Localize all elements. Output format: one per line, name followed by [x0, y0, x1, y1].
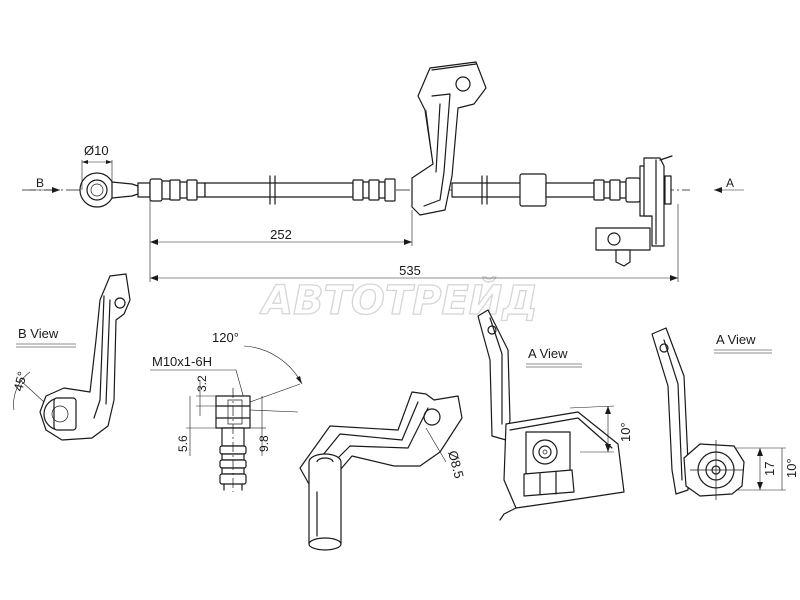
bracket-perspective-view: Ø8.5	[299, 391, 467, 551]
view-arrow-a: A	[714, 176, 744, 193]
dim-10-a-label: 10°	[618, 422, 633, 442]
main-hose-assembly: B A Ø10 252 535	[22, 61, 744, 282]
hose-crimp-left	[149, 178, 206, 202]
dim-17-label: 17	[762, 462, 777, 476]
watermark: АВТОТРЕЙД	[259, 276, 538, 324]
diameter-8-5-label: Ø8.5	[445, 449, 467, 480]
diameter-10-label: Ø10	[84, 143, 109, 158]
hose-section-2	[451, 175, 523, 205]
eye-fitting	[79, 172, 151, 208]
hose-mounting-bracket	[411, 61, 487, 216]
hose-crimp-middle	[352, 178, 396, 202]
a-view-2-title: A View	[716, 332, 756, 347]
arrow-a-label: A	[726, 176, 734, 190]
dim-10-b-label: 10°	[784, 458, 799, 478]
eye-diameter-dimension: Ø10	[81, 143, 113, 190]
a-view-detail-1: A View 10°	[477, 309, 633, 521]
hose-section-3	[545, 182, 595, 198]
hose-section-1	[204, 175, 354, 205]
arrow-b-label: B	[36, 176, 44, 190]
angle-120-label: 120°	[212, 330, 239, 345]
dim-535-label: 535	[399, 263, 421, 278]
dim-5-6-label: 5.6	[176, 435, 190, 452]
dimension-252: 252	[149, 200, 413, 282]
banjo-fitting	[595, 155, 673, 267]
a-view-detail-2: A View 17 10°	[651, 327, 799, 500]
angle-45-label: 45°	[10, 370, 30, 393]
view-arrow-b: B	[30, 176, 60, 193]
thread-label: M10x1-6H	[152, 354, 212, 369]
hose-sleeve	[519, 173, 547, 207]
dim-3-2-label: 3.2	[195, 375, 209, 392]
thread-detail: 120° M10x1-6H 3.2 5.6 9.8	[150, 330, 303, 492]
a-view-1-title: A View	[528, 346, 568, 361]
dim-9-8-label: 9.8	[257, 435, 271, 452]
dimension-535: 535	[150, 204, 679, 282]
b-view-title: B View	[18, 326, 59, 341]
hose-crimp-right	[593, 177, 641, 203]
dim-252-label: 252	[270, 227, 292, 242]
b-view-detail: B View 45°	[10, 273, 131, 441]
